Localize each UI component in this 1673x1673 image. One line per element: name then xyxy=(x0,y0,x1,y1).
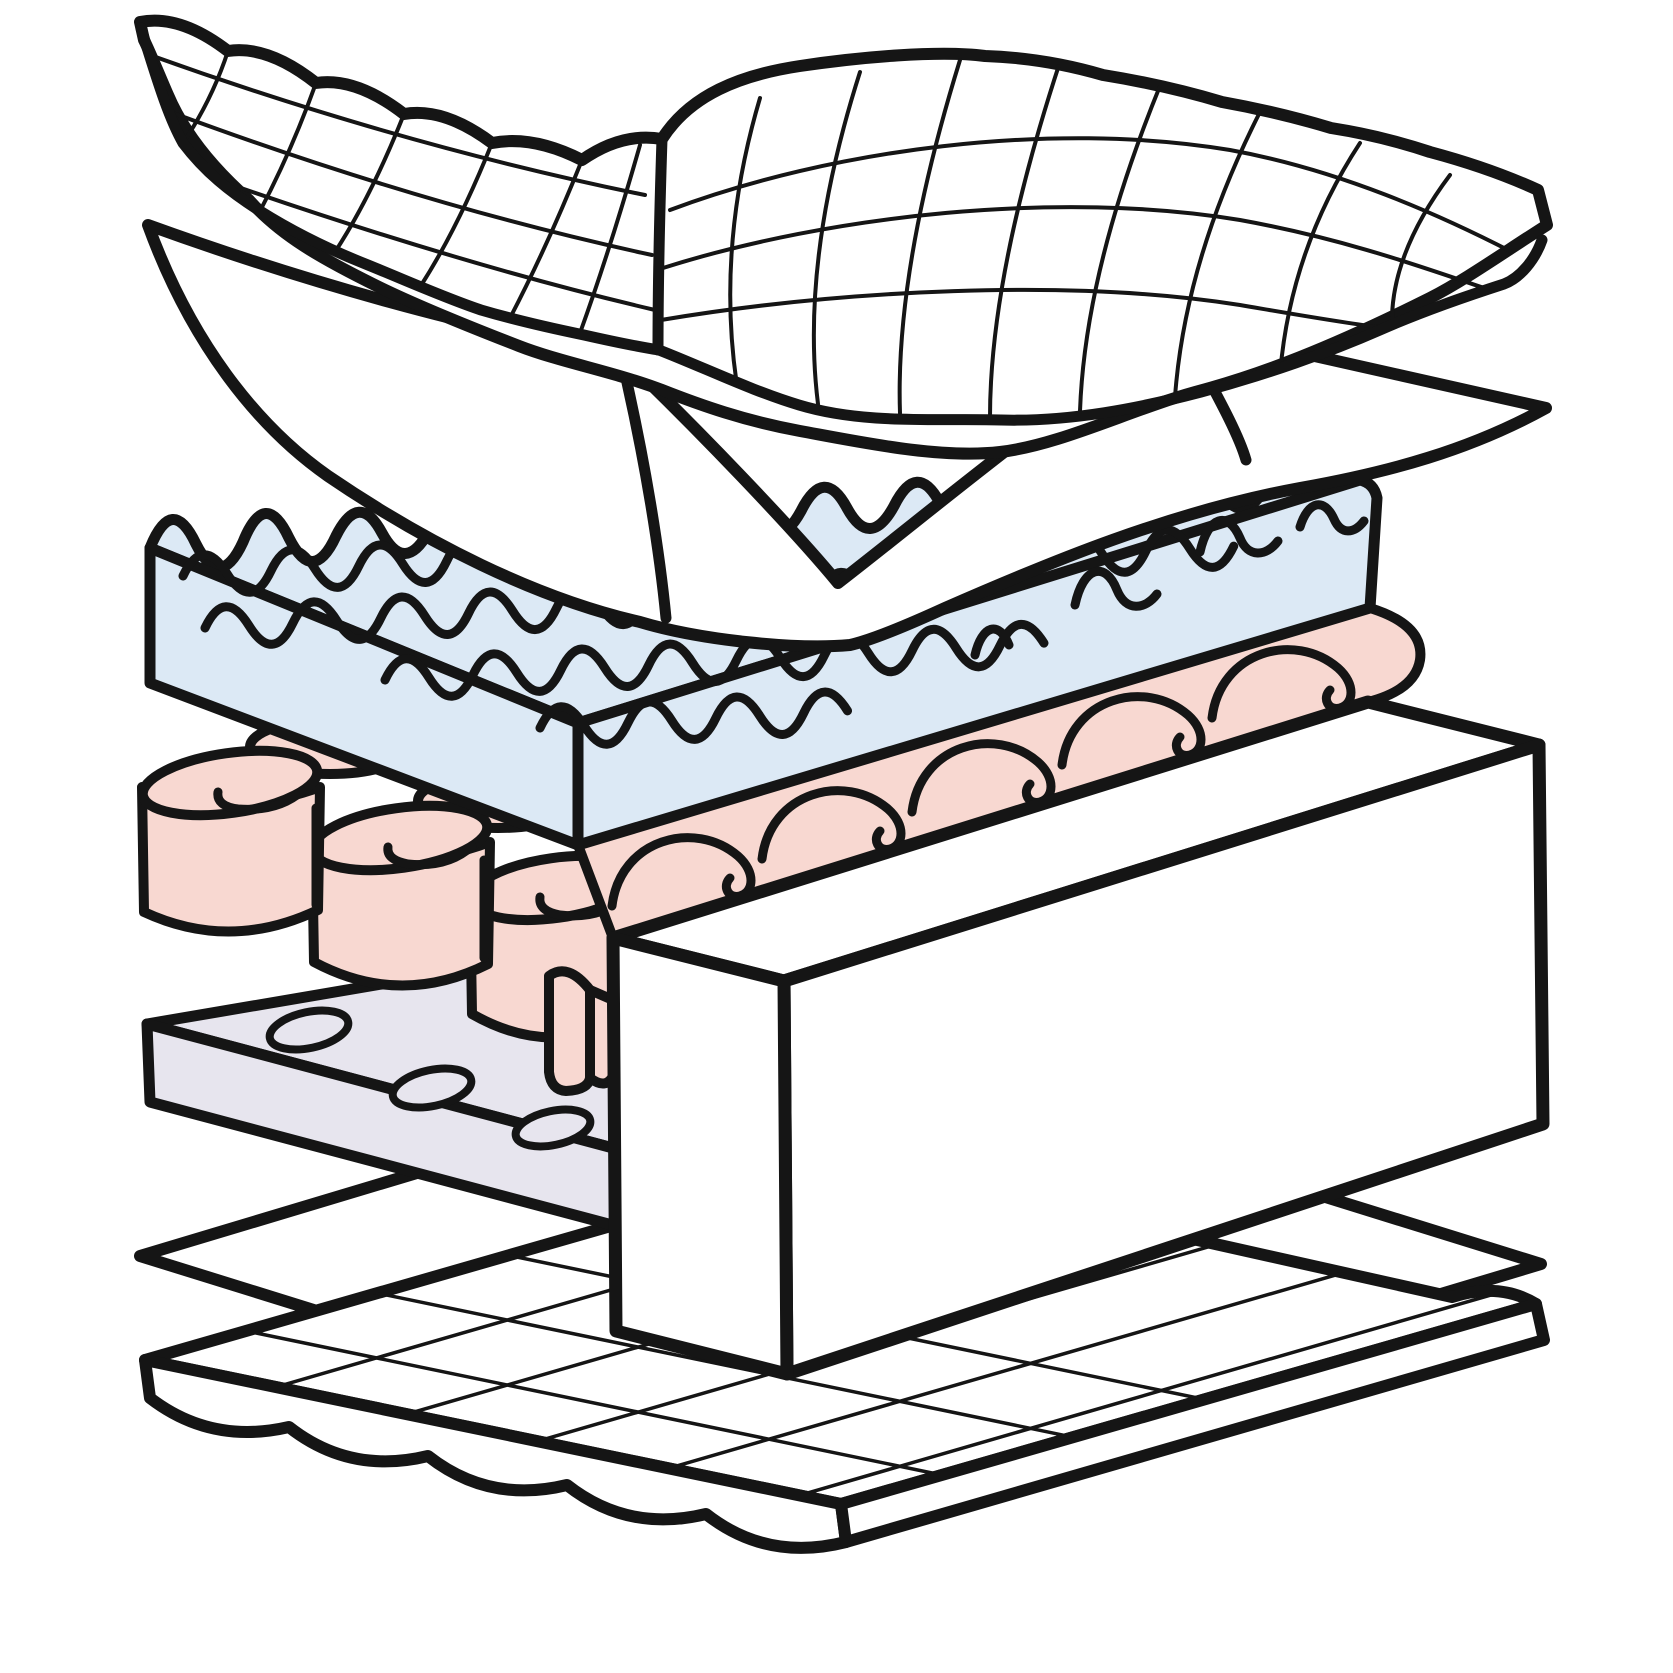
vent-hole xyxy=(511,1105,595,1151)
bottom-panel-scalloped-edge xyxy=(139,1354,852,1554)
pocket-coil xyxy=(307,800,495,991)
foam-encasement-rail xyxy=(606,695,1550,1381)
top-cover-quilting-left xyxy=(148,49,657,335)
top-cover-binding-band xyxy=(135,22,1548,426)
sheet-fold-crease xyxy=(614,346,672,624)
bottom-panel-side-edge xyxy=(835,1298,1550,1548)
top-cover-fold-crease xyxy=(652,133,668,356)
vent-hole xyxy=(388,1064,476,1112)
quilted-top-cover xyxy=(134,14,1553,460)
top-cover-quilting-inside xyxy=(659,58,1514,419)
vent-hole xyxy=(265,1006,353,1054)
pocket-coil xyxy=(137,745,325,937)
pocket-coil-band xyxy=(573,603,1426,943)
